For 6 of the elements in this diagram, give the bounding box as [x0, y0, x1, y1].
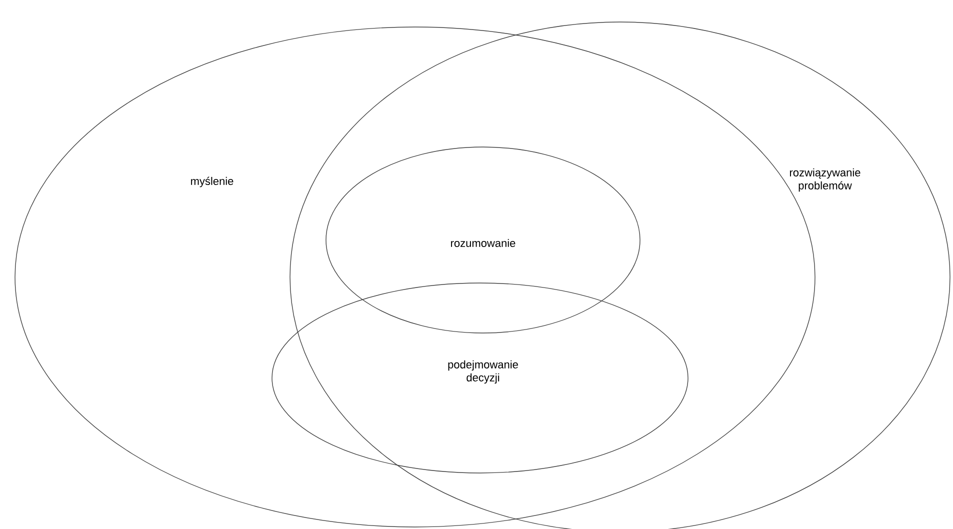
ellipse-label: rozwiązywanie problemów: [790, 168, 860, 192]
ellipse: [272, 282, 688, 474]
ellipse-label: podejmowanie decyzji: [448, 360, 518, 384]
ellipse: [326, 146, 640, 334]
ellipse-label: rozumowanie: [451, 238, 516, 248]
ellipse-label: myślenie: [191, 176, 234, 188]
